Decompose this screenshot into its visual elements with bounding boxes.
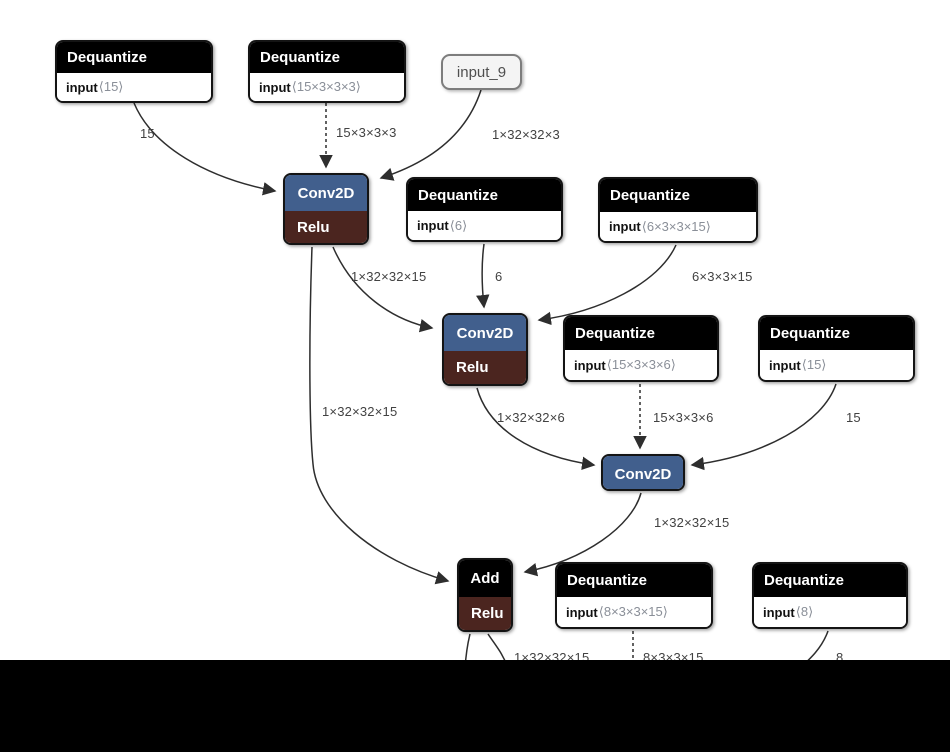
node-activation: Relu <box>459 597 511 630</box>
node-input-label: input <box>609 219 641 234</box>
node-input-row: input⟨6×3×3×15⟩ <box>600 212 756 241</box>
node-input-shape: ⟨8×3×3×15⟩ <box>598 604 668 619</box>
node-title: Conv2D <box>285 175 367 211</box>
edge <box>476 387 596 470</box>
node-input-label: input <box>566 604 598 620</box>
edge <box>379 89 482 181</box>
node-input-shape: ⟨15⟩ <box>801 357 827 372</box>
node-input-label: input <box>66 79 98 95</box>
node-title: Conv2D <box>603 456 683 489</box>
node-input-shape: ⟨8⟩ <box>795 604 814 619</box>
node-title: Dequantize <box>250 42 404 73</box>
node-input-shape: ⟨15×3×3×3⟩ <box>291 79 361 94</box>
node-input-label: input <box>574 357 606 373</box>
occlusion-bar <box>0 660 950 752</box>
node-input-row: input⟨15⟩ <box>760 350 913 380</box>
node-title: Dequantize <box>600 179 756 212</box>
node-input-row: input⟨8×3×3×15⟩ <box>557 597 711 627</box>
node-input-shape: ⟨15⟩ <box>98 79 124 94</box>
edge <box>332 246 434 333</box>
node-input-row: input⟨15×3×3×6⟩ <box>565 350 717 380</box>
edge <box>537 244 677 326</box>
node-input-row: input⟨15×3×3×3⟩ <box>250 73 404 101</box>
edge <box>309 246 450 585</box>
edge <box>523 492 642 577</box>
node-title: Dequantize <box>57 42 211 73</box>
node-title: Dequantize <box>408 179 561 211</box>
node-title: Dequantize <box>760 317 913 350</box>
node-input-row: input⟨6⟩ <box>408 211 561 240</box>
node-input-row: input⟨15⟩ <box>57 73 211 101</box>
node-input-shape: ⟨6×3×3×15⟩ <box>641 218 711 234</box>
node-title: Add <box>459 560 511 597</box>
node-activation: Relu <box>444 351 526 384</box>
edge <box>133 102 277 196</box>
edge <box>476 243 490 309</box>
node-input-9[interactable]: input_9 <box>441 54 522 90</box>
node-input-shape: ⟨15×3×3×6⟩ <box>606 357 676 372</box>
node-input-label: input <box>763 604 795 620</box>
node-activation: Relu <box>285 211 367 243</box>
node-title: Dequantize <box>565 317 717 350</box>
node-input-row: input⟨8⟩ <box>754 597 906 627</box>
edge <box>690 383 837 471</box>
node-title: Dequantize <box>754 564 906 597</box>
node-title: Dequantize <box>557 564 711 597</box>
node-input-label: input <box>769 357 801 373</box>
node-input-label: input <box>417 218 449 233</box>
node-conv2d-3[interactable]: Conv2D <box>601 454 685 491</box>
node-input-label: input <box>259 79 291 95</box>
node-input-shape: ⟨6⟩ <box>449 217 468 233</box>
node-title: Conv2D <box>444 315 526 351</box>
